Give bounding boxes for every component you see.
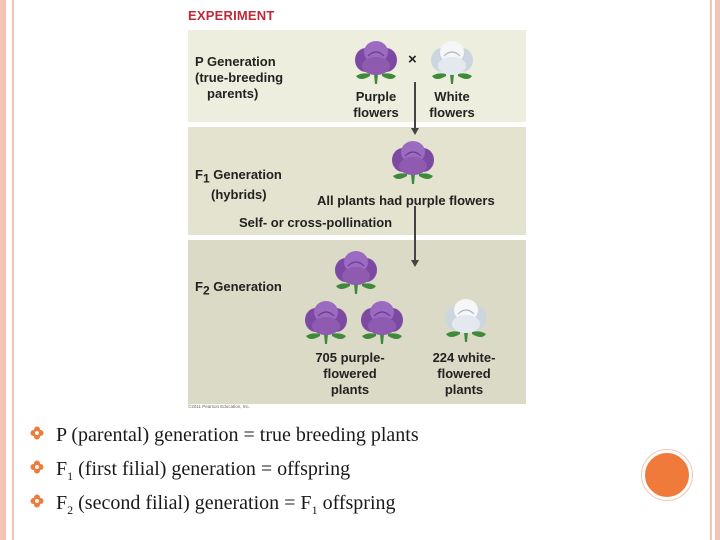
figure-title: EXPERIMENT — [188, 8, 275, 23]
f2-purple-count-label: 705 purple- flowered plants — [300, 350, 400, 398]
f1-generation-band — [188, 127, 526, 235]
bullet-f1-prefix: F — [56, 458, 68, 480]
f2-label-suffix: Generation — [209, 279, 282, 294]
flower-bullet-icon — [30, 460, 44, 474]
bullet-item-f1-generation: F1 (first filial) generation = offspring — [30, 454, 419, 488]
f2-label-prefix: F — [195, 279, 203, 294]
f2-white-count-label: 224 white- flowered plants — [416, 350, 512, 398]
purple-flowers-label-line1: Purple — [355, 89, 397, 104]
bullet-list: P (parental) generation = true breeding … — [30, 420, 419, 522]
p-generation-label-line2: (true-breeding — [195, 70, 284, 85]
bullet-f2-sub: 2 — [67, 503, 74, 517]
p-generation-label: P Generation (true-breeding parents) — [195, 54, 283, 102]
left-border-stripe — [0, 0, 6, 540]
white-flowers-label-line2: flowers — [429, 105, 475, 120]
f2-purple-flower-icon-2 — [304, 300, 348, 345]
p-generation-label-line3: parents) — [207, 86, 259, 101]
f2-purple-flower-icon-1 — [334, 250, 378, 295]
right-border-line — [710, 0, 712, 540]
f2-purple-flower-icon-3 — [360, 300, 404, 345]
purple-flowers-label-line2: flowers — [353, 105, 399, 120]
bullet-f2-prefix: F — [56, 492, 68, 514]
f2-white-count-line2: flowered — [437, 366, 491, 381]
arrow-f1-to-f2-head — [411, 260, 419, 267]
f2-generation-label: F2 Generation — [195, 279, 282, 299]
right-border-stripe — [715, 0, 720, 540]
bullet-text-f2-generation: (second filial) generation = F — [73, 492, 312, 514]
f1-label-suffix: Generation — [209, 167, 282, 182]
copyright-text: ©2011 Pearson Education, Inc. — [188, 404, 251, 409]
white-flowers-label-line1: White — [434, 89, 470, 104]
bullet-f2-suffix: offspring — [317, 492, 396, 514]
p-generation-label-line1: P Generation — [195, 54, 276, 69]
arrow-p-to-f1-shaft — [414, 82, 416, 128]
f1-label-line2: (hybrids) — [211, 186, 267, 202]
f2-purple-count-line3: plants — [330, 382, 370, 397]
f2-purple-count-line2: flowered — [323, 366, 377, 381]
f2-white-flower-icon — [444, 298, 488, 343]
bullet-item-p-generation: P (parental) generation = true breeding … — [30, 420, 419, 454]
pollination-text: Self- or cross-pollination — [239, 215, 393, 230]
f1-result-text: All plants had purple flowers — [317, 193, 495, 208]
white-flowers-label: White flowers — [424, 89, 480, 121]
bullet-item-f2-generation: F2 (second filial) generation = F1 offsp… — [30, 488, 419, 522]
left-border-line — [12, 0, 14, 540]
arrow-p-to-f1-head — [411, 128, 419, 135]
cross-symbol: × — [408, 51, 417, 68]
mendel-experiment-figure: EXPERIMENT P Generation (true-breeding p… — [188, 0, 526, 412]
bullet-text-p-generation: P (parental) generation = true breeding … — [56, 424, 419, 446]
f2-purple-count-line1: 705 purple- — [315, 350, 385, 365]
purple-flower-icon — [354, 40, 398, 85]
f2-white-count-line1: 224 white- — [432, 350, 496, 365]
f1-label-sub: 1 — [202, 171, 210, 186]
f2-white-count-line3: plants — [444, 382, 484, 397]
bullet-f1-sub: 1 — [67, 469, 74, 483]
flower-bullet-icon — [30, 426, 44, 440]
bullet-text-f1-generation: (first filial) generation = offspring — [73, 458, 351, 480]
f2-label-sub: 2 — [202, 283, 210, 298]
f1-label-prefix: F — [195, 167, 203, 182]
purple-flowers-label: Purple flowers — [348, 89, 404, 121]
f1-generation-label: F1 Generation (hybrids) — [195, 167, 282, 203]
arrow-f1-to-f2-shaft — [414, 206, 416, 260]
orange-circle-ornament — [642, 450, 692, 500]
f1-purple-flower-icon — [391, 140, 435, 185]
white-flower-icon — [430, 40, 474, 85]
bullet-f2-sub2: 1 — [311, 503, 318, 517]
flower-bullet-icon — [30, 494, 44, 508]
